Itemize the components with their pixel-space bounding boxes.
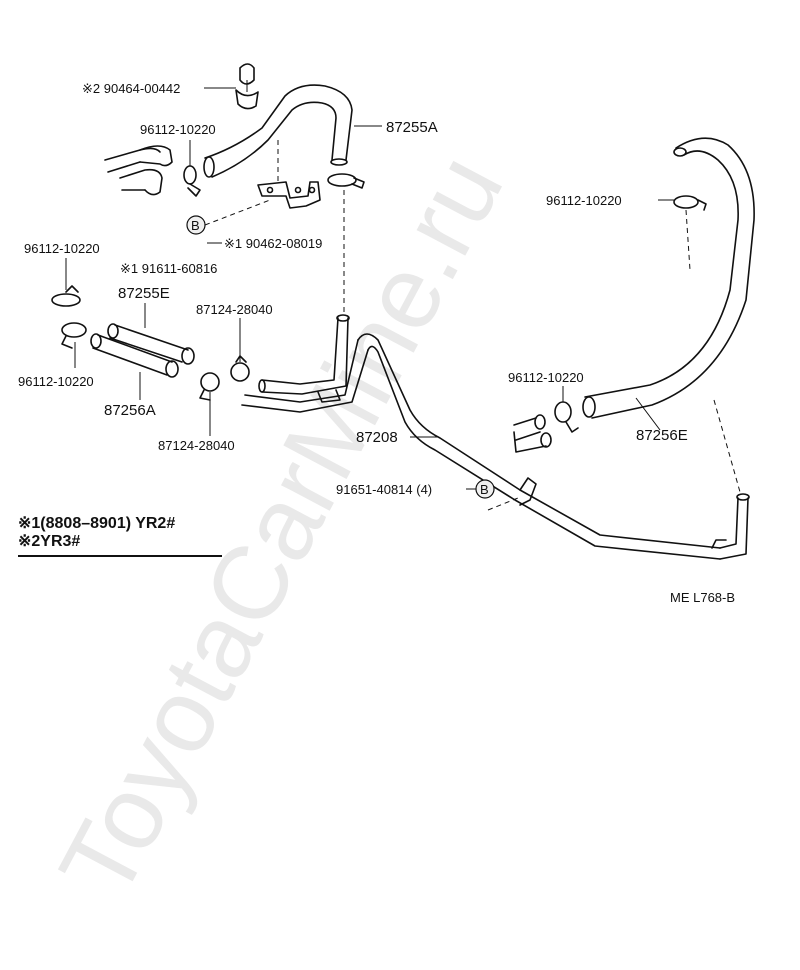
- hose-87255a: [203, 84, 353, 178]
- label-96112-10220-a: 96112-10220: [140, 122, 216, 137]
- label-87256a: 87256A: [104, 402, 156, 419]
- guide-line: [685, 209, 691, 271]
- clamp-top: [235, 63, 259, 110]
- pipe-87208: [241, 314, 750, 560]
- hose-87256e: [582, 137, 755, 419]
- hose-pair: [90, 323, 195, 378]
- clamp-right-mid: [554, 401, 579, 433]
- engine-stub-pipes: [104, 145, 173, 196]
- ref-circle-b-upper: B: [186, 215, 206, 235]
- label-91651-40814: 91651-40814 (4): [336, 482, 432, 497]
- label-87124-28040-b: 87124-28040: [158, 438, 235, 453]
- clamp-bottom: [199, 372, 220, 401]
- note-1: ※1(8808–8901) YR2#: [18, 515, 175, 532]
- label-87255e: 87255E: [118, 285, 170, 302]
- guide-line: [487, 497, 519, 511]
- label-90464-00442: ※2 90464-00442: [82, 81, 180, 96]
- ref-circle-b-lower: B: [475, 479, 495, 499]
- label-91611-60816: ※1 91611-60816: [120, 261, 217, 276]
- clamp-left-top: [51, 285, 81, 307]
- label-96112-10220-d: 96112-10220: [546, 193, 622, 208]
- label-87255a: 87255A: [386, 119, 438, 136]
- label-87256e: 87256E: [636, 427, 688, 444]
- stub-pipe-right: [513, 414, 552, 453]
- clamp-hose-end: [327, 173, 365, 189]
- ref-letter-b: B: [480, 482, 489, 497]
- note-2: ※2YR3#: [18, 533, 80, 550]
- leader-line: [635, 397, 661, 431]
- guide-line: [204, 199, 271, 226]
- label-87208: 87208: [356, 429, 398, 446]
- clamp-upper-left: [183, 165, 201, 197]
- clamp-right-top: [673, 195, 707, 211]
- label-87124-28040-a: 87124-28040: [196, 302, 273, 317]
- label-96112-10220-e: 96112-10220: [508, 370, 584, 385]
- figure-code: ME L768-B: [670, 590, 735, 605]
- label-96112-10220-b: 96112-10220: [24, 241, 100, 256]
- ref-letter-b: B: [191, 218, 200, 233]
- clamp-left-bottom: [61, 322, 87, 349]
- bracket: [257, 181, 321, 209]
- label-96112-10220-c: 96112-10220: [18, 374, 94, 389]
- label-90462-08019: ※1 90462-08019: [224, 236, 322, 251]
- guide-line: [713, 399, 741, 493]
